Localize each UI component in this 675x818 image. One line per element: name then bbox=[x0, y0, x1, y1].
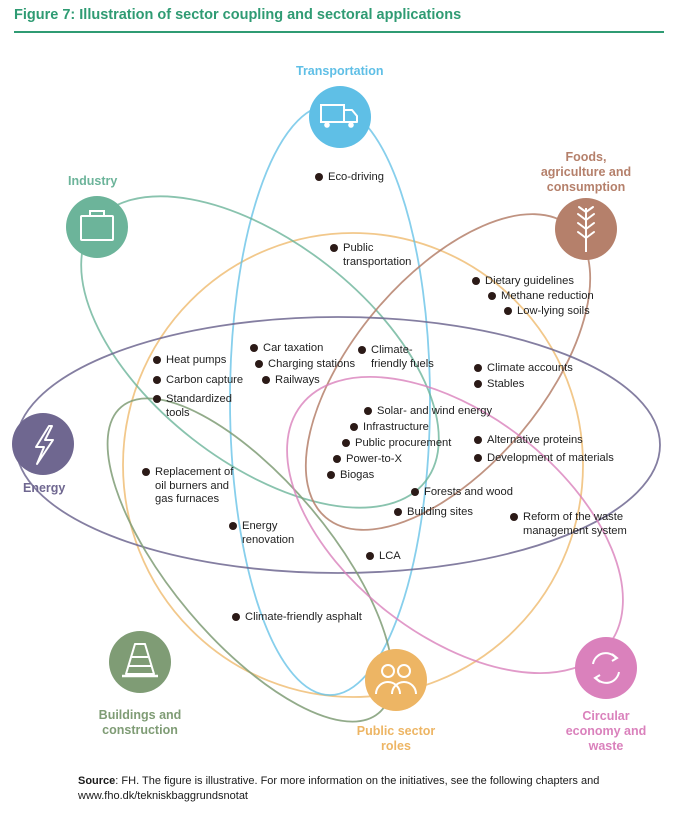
item-heat-pumps: Heat pumps bbox=[153, 354, 226, 368]
category-label-buildings-line1: Buildings and bbox=[98, 708, 182, 722]
category-label-circular-line2: economy and bbox=[565, 724, 647, 738]
wheat-icon bbox=[555, 198, 617, 260]
recycle-icon bbox=[575, 637, 637, 699]
item-power-to-x: Power-to-X bbox=[333, 453, 402, 467]
category-label-circular: Circular economy and waste bbox=[558, 709, 654, 754]
item-biogas: Biogas bbox=[327, 469, 374, 483]
source-label: Source bbox=[78, 775, 116, 787]
item-solar-wind-energy: Solar- and wind energy bbox=[364, 405, 492, 419]
item-carbon-capture: Carbon capture bbox=[153, 374, 243, 388]
category-label-industry: Industry bbox=[68, 174, 118, 188]
category-label-transportation: Transportation bbox=[296, 64, 384, 78]
item-eco-driving: Eco-driving bbox=[315, 171, 384, 185]
briefcase-icon bbox=[66, 196, 128, 258]
category-label-energy: Energy bbox=[23, 481, 66, 495]
item-low-lying-soils: Low-lying soils bbox=[504, 305, 590, 319]
item-development-of-materials: Development of materials bbox=[474, 452, 614, 466]
ellipse-buildings bbox=[106, 397, 394, 723]
item-dietary-guidelines: Dietary guidelines bbox=[472, 275, 574, 289]
item-stables: Stables bbox=[474, 378, 524, 392]
title-divider bbox=[14, 31, 664, 33]
item-charging-stations: Charging stations bbox=[255, 358, 355, 372]
item-methane-reduction: Methane reduction bbox=[488, 290, 594, 304]
item-car-taxation: Car taxation bbox=[250, 342, 323, 356]
item-climate-accounts: Climate accounts bbox=[474, 362, 573, 376]
ellipse-transportation bbox=[229, 104, 431, 696]
category-label-circular-line3: waste bbox=[588, 739, 624, 753]
lightning-icon bbox=[12, 413, 74, 475]
item-railways: Railways bbox=[262, 374, 320, 388]
item-climate-friendly-fuels: Climate-friendly fuels bbox=[358, 344, 434, 371]
category-label-public-sector: Public sector roles bbox=[346, 724, 446, 754]
traffic-cone-icon bbox=[109, 631, 171, 693]
category-label-foods: Foods, agriculture and consumption bbox=[520, 150, 652, 195]
item-infrastructure: Infrastructure bbox=[350, 421, 429, 435]
category-label-foods-line3: consumption bbox=[546, 180, 626, 194]
category-label-buildings-line2: construction bbox=[102, 723, 178, 737]
category-label-circular-line1: Circular bbox=[582, 709, 630, 723]
ellipse-public-sector bbox=[122, 232, 584, 698]
people-icon bbox=[365, 649, 427, 711]
item-alternative-proteins: Alternative proteins bbox=[474, 434, 583, 448]
category-label-buildings: Buildings and construction bbox=[82, 708, 198, 738]
item-public-procurement: Public procurement bbox=[342, 437, 451, 451]
source-text: : FH. The figure is illustrative. For mo… bbox=[78, 775, 600, 802]
truck-icon bbox=[309, 86, 371, 148]
item-building-sites: Building sites bbox=[394, 506, 473, 520]
item-forests-and-wood: Forests and wood bbox=[411, 486, 513, 500]
figure-title: Figure 7: Illustration of sector couplin… bbox=[14, 7, 462, 23]
category-label-public-line1: Public sector bbox=[356, 724, 436, 738]
item-climate-friendly-asphalt: Climate-friendly asphalt bbox=[232, 611, 362, 625]
item-lca: LCA bbox=[366, 550, 401, 564]
category-label-public-line2: roles bbox=[381, 739, 411, 753]
category-label-foods-line2: agriculture and bbox=[540, 165, 632, 179]
source-note: Source: FH. The figure is illustrative. … bbox=[78, 774, 658, 804]
category-label-foods-line1: Foods, bbox=[565, 150, 607, 164]
